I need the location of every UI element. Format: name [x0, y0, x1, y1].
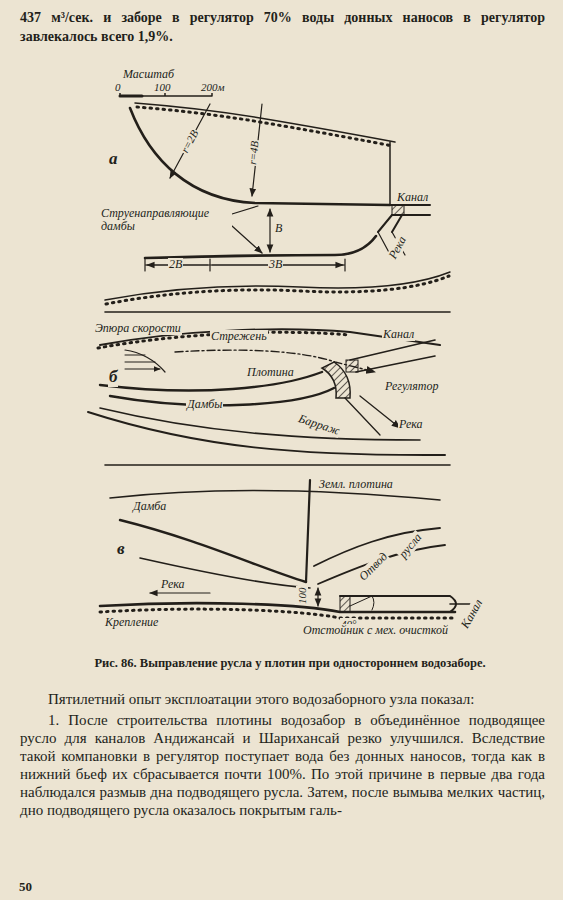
canal-label: Канал: [458, 596, 486, 631]
river-label: Река: [386, 233, 410, 262]
river-label: Река: [398, 418, 424, 431]
channel-label: Отвод: [356, 549, 391, 584]
dimension-label: В: [274, 222, 283, 235]
velocity-label: Эпюра скорости: [94, 322, 182, 335]
body-text: 1. После строительства плотины водозабор…: [20, 711, 545, 819]
thalweg-label: Стрежень: [210, 330, 268, 343]
scale-title: Масштаб: [122, 68, 175, 81]
scale-number: 0: [114, 81, 122, 93]
canal-label: Канал: [396, 191, 429, 204]
body-text: Пятилетний опыт эксплоатации этого водоз…: [20, 690, 545, 708]
scale-number: 200м: [200, 81, 226, 93]
dam-label: Струенаправляющие дамбы: [100, 207, 232, 233]
figure-caption: Рис. 86. Выправление русла у плотин при …: [40, 656, 540, 671]
canal-label: Канал: [382, 328, 415, 341]
dam-label: Плотина: [246, 366, 295, 379]
page-number: 50: [18, 880, 33, 894]
figure-letter: б: [108, 368, 118, 387]
river-label: Река: [160, 578, 186, 591]
figure-letter: а: [108, 150, 119, 169]
dike-label: Дамбы: [186, 398, 223, 411]
body-text: 437 м³/сек. и заборе в регулятор 70% вод…: [20, 8, 545, 46]
regulator-label: Регулятор: [384, 380, 439, 393]
barrage-label: Барраж: [296, 412, 342, 438]
dimension-label: 3В: [268, 258, 283, 271]
scale-number: 100: [153, 81, 172, 93]
figure-letter: в: [116, 540, 126, 559]
dimension-label: 2В: [168, 258, 183, 271]
dimension-label: 100: [296, 587, 308, 606]
settler-label: Отстойник с мех. очисткой: [302, 624, 449, 637]
dike-label: Дамба: [132, 500, 167, 513]
revetment-label: Крепление: [104, 616, 159, 629]
radius-label: r=4В: [246, 139, 261, 166]
radius-label: r=2В: [178, 127, 201, 156]
dam-label: Земл. плотина: [318, 478, 394, 491]
